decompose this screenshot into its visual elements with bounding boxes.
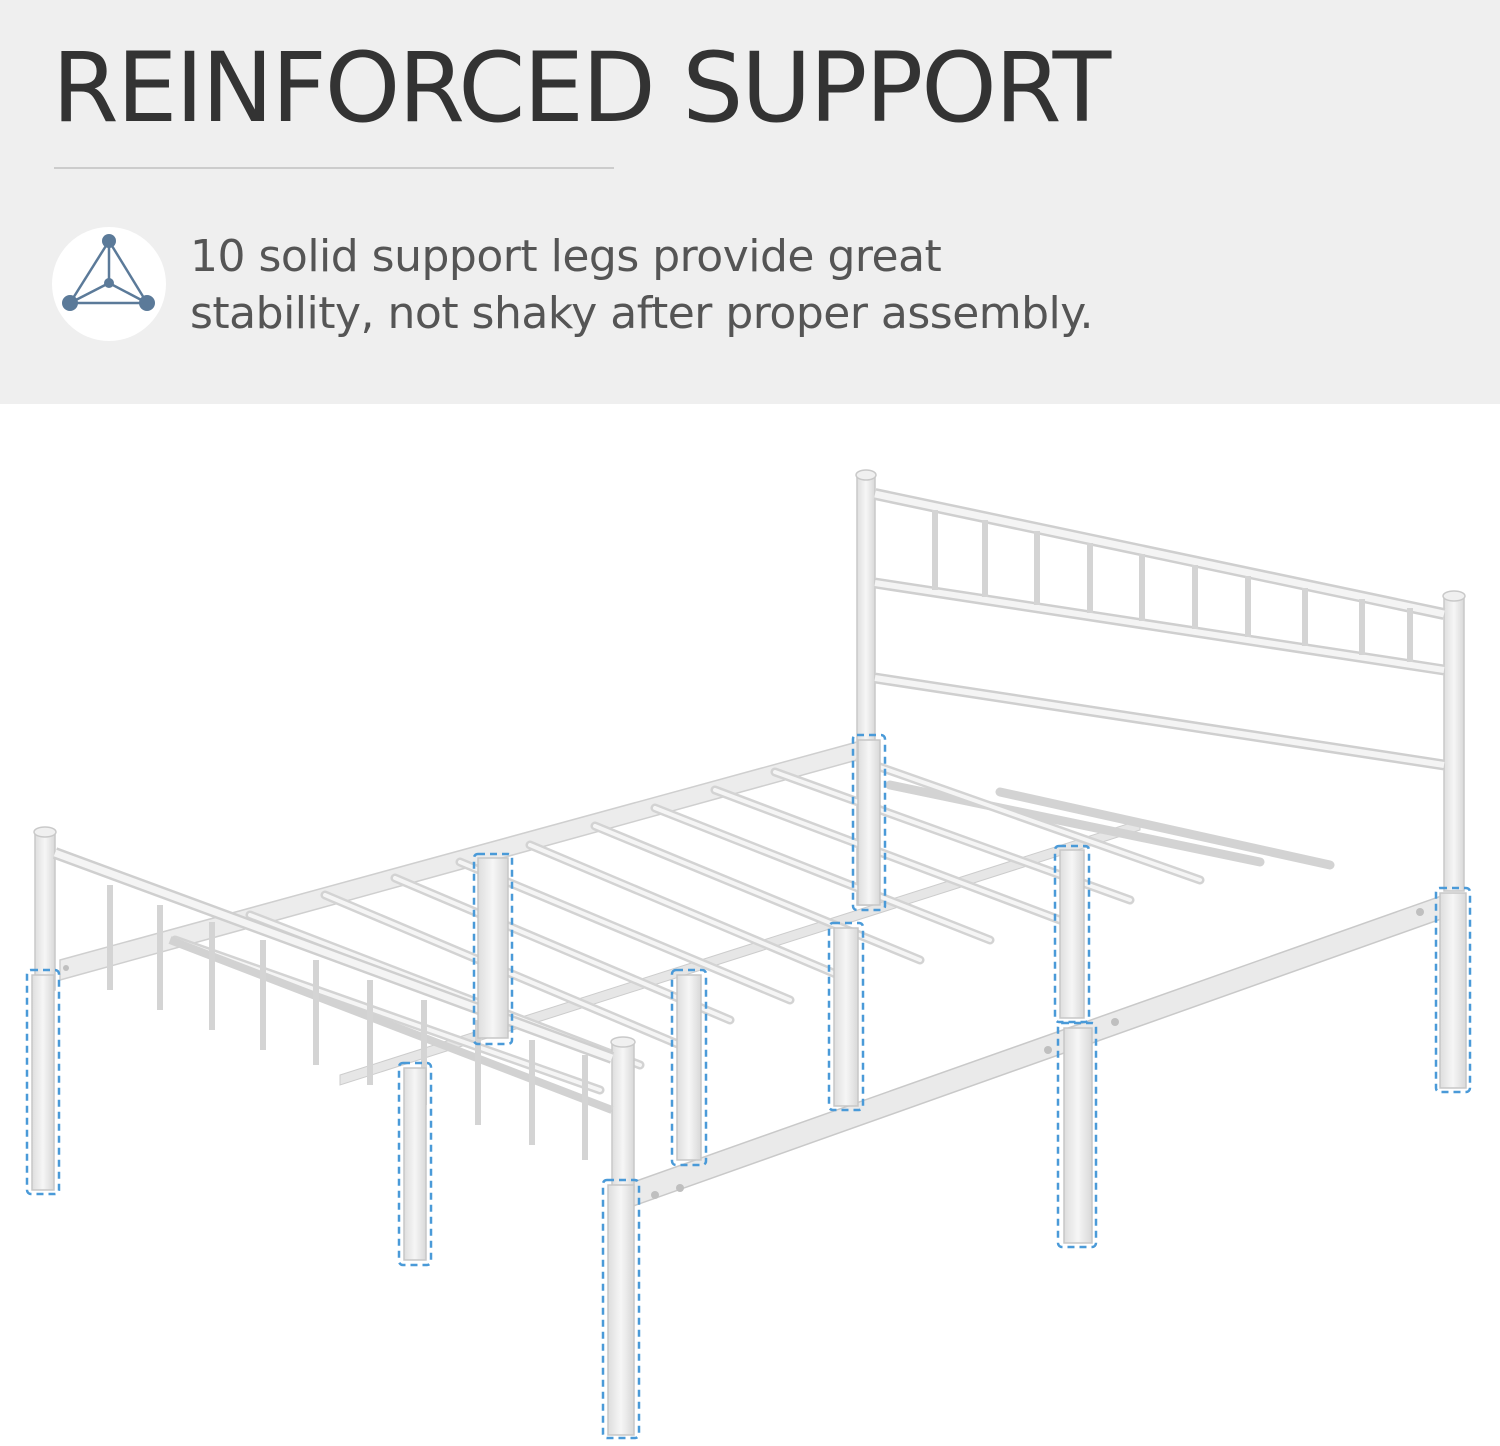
footboard bbox=[33, 826, 636, 1193]
bed-frame-illustration bbox=[0, 404, 1500, 1442]
leg-highlight bbox=[1434, 886, 1472, 1094]
support-leg bbox=[1439, 892, 1467, 1089]
support-leg bbox=[1063, 1027, 1093, 1244]
leg-highlight bbox=[851, 733, 887, 912]
support-leg bbox=[477, 857, 509, 1039]
leg-highlights bbox=[25, 733, 1472, 1440]
leg-highlight bbox=[397, 1061, 433, 1267]
headboard bbox=[855, 469, 1466, 906]
leg-highlight bbox=[25, 968, 61, 1196]
support-leg bbox=[1059, 849, 1085, 1019]
leg-highlight bbox=[1056, 1021, 1098, 1249]
slats bbox=[170, 755, 1335, 1095]
tetrahedron-structure-icon bbox=[62, 234, 155, 311]
leg-highlight bbox=[1053, 844, 1091, 1024]
support-legs bbox=[31, 739, 1467, 1436]
description-line-2: stability, not shaky after proper assemb… bbox=[190, 288, 1094, 339]
title-divider bbox=[54, 167, 614, 169]
page-title: REINFORCED SUPPORT bbox=[52, 32, 1111, 144]
leg-highlight bbox=[670, 968, 708, 1167]
support-leg bbox=[31, 974, 55, 1191]
support-leg bbox=[607, 1184, 635, 1436]
feature-badge bbox=[52, 227, 166, 341]
support-leg bbox=[676, 974, 702, 1161]
description-line-1: 10 solid support legs provide great bbox=[190, 231, 942, 282]
support-leg bbox=[403, 1067, 427, 1261]
header-panel: REINFORCED SUPPORT 10 solid support legs… bbox=[0, 0, 1500, 404]
feature-description: 10 solid support legs provide great stab… bbox=[190, 228, 1190, 342]
leg-highlight bbox=[827, 921, 865, 1112]
leg-highlight bbox=[601, 1178, 641, 1440]
leg-highlight bbox=[472, 852, 514, 1046]
support-leg bbox=[833, 927, 859, 1107]
bed-frame-image bbox=[25, 469, 1472, 1440]
bolts bbox=[63, 908, 1424, 1199]
support-leg bbox=[857, 739, 881, 906]
